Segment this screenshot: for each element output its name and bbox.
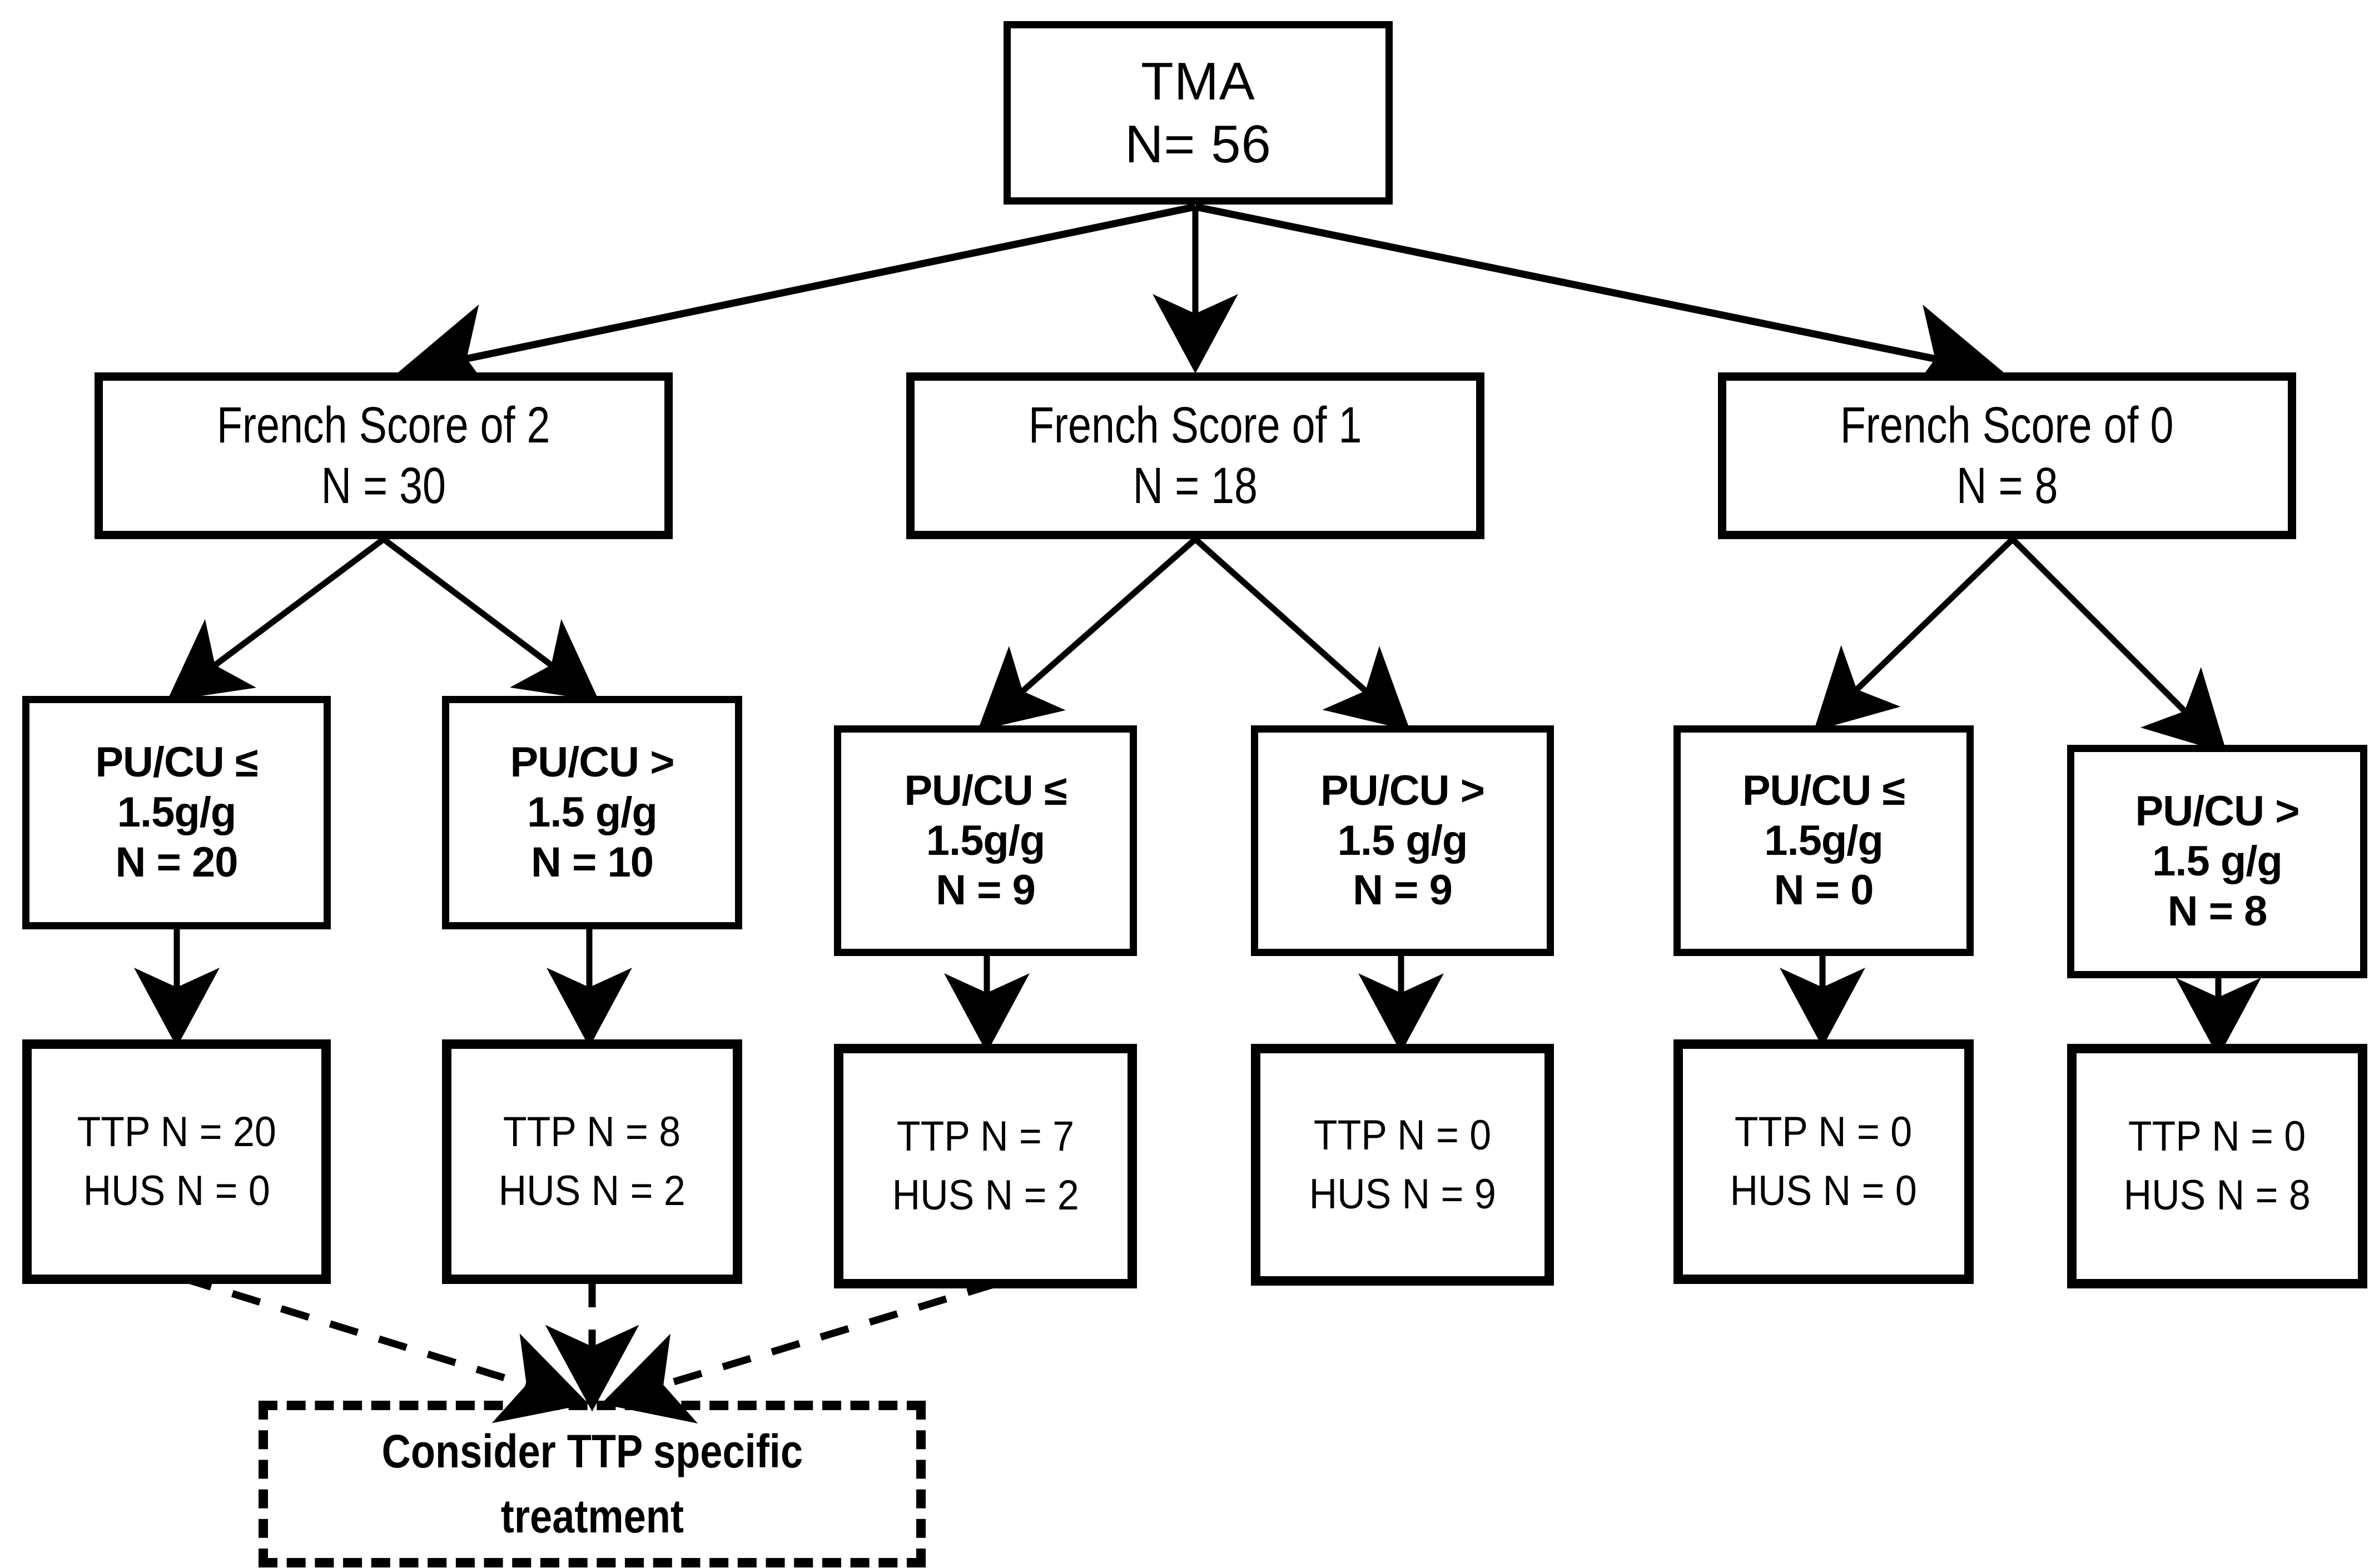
edge-score2-to-ratio-1 xyxy=(167,536,386,701)
advice-line-2: treatment xyxy=(500,1490,684,1542)
node-outcome-4[interactable]: TTP N = 0 HUS N = 9 xyxy=(1251,1044,1554,1286)
outcome-hus: HUS N = 0 xyxy=(1730,1167,1918,1214)
node-outcome-3[interactable]: TTP N = 7 HUS N = 2 xyxy=(834,1044,1137,1288)
ratio-count: N = 20 xyxy=(115,838,238,886)
ratio-comparator: PU/CU ≤ xyxy=(1742,766,1905,814)
node-french-score-0[interactable]: French Score of 0 N = 8 xyxy=(1718,372,2296,539)
node-french-score-2[interactable]: French Score of 2 N = 30 xyxy=(95,372,673,539)
ratio-count: N = 8 xyxy=(2167,887,2268,935)
ratio-count: N = 9 xyxy=(936,867,1036,914)
ratio-count: N = 9 xyxy=(1353,867,1453,914)
advice-line-1: Consider TTP specific xyxy=(381,1425,803,1477)
ratio-count: N = 10 xyxy=(530,838,654,886)
node-ratio-6[interactable]: PU/CU > 1.5 g/g N = 8 xyxy=(2067,745,2367,978)
tma-count: N= 56 xyxy=(1125,115,1272,174)
ratio-threshold: 1.5 g/g xyxy=(2152,838,2283,885)
ratio-threshold: 1.5 g/g xyxy=(1337,817,1468,864)
edge-score1-to-ratio-3 xyxy=(977,536,1198,731)
node-outcome-2[interactable]: TTP N = 8 HUS N = 2 xyxy=(442,1039,742,1284)
node-tma[interactable]: TMA N= 56 xyxy=(1004,21,1393,205)
outcome-ttp: TTP N = 7 xyxy=(896,1113,1075,1161)
edge-score0-to-ratio-5 xyxy=(1814,537,2015,731)
node-outcome-1[interactable]: TTP N = 20 HUS N = 0 xyxy=(22,1039,331,1284)
score-count: N = 18 xyxy=(1133,457,1258,514)
node-french-score-1[interactable]: French Score of 1 N = 18 xyxy=(906,372,1484,539)
edge-score0-to-ratio-6 xyxy=(2010,537,2227,754)
ratio-threshold: 1.5g/g xyxy=(1764,817,1884,864)
outcome-hus: HUS N = 2 xyxy=(892,1172,1079,1219)
outcome-ttp: TTP N = 0 xyxy=(1313,1111,1492,1159)
outcome-ttp: TTP N = 8 xyxy=(503,1108,681,1156)
ratio-comparator: PU/CU ≤ xyxy=(95,739,258,787)
outcome-ttp: TTP N = 0 xyxy=(1735,1108,1913,1156)
outcome-hus: HUS N = 0 xyxy=(83,1167,270,1214)
outcome-ttp: TTP N = 0 xyxy=(2128,1113,2306,1161)
ratio-comparator: PU/CU > xyxy=(510,739,675,787)
edge-score1-to-ratio-4 xyxy=(1193,536,1410,731)
score-count: N = 30 xyxy=(321,457,446,514)
score-label: French Score of 2 xyxy=(217,397,550,454)
outcome-hus: HUS N = 8 xyxy=(2123,1172,2311,1219)
ratio-threshold: 1.5g/g xyxy=(117,789,237,837)
node-ratio-4[interactable]: PU/CU > 1.5 g/g N = 9 xyxy=(1251,725,1554,956)
outcome-ttp: TTP N = 20 xyxy=(77,1108,276,1156)
edge-outcome3-to-advice xyxy=(601,1280,996,1424)
edge-score2-to-ratio-2 xyxy=(381,536,599,701)
node-outcome-6[interactable]: TTP N = 0 HUS N = 8 xyxy=(2067,1044,2367,1288)
node-ratio-2[interactable]: PU/CU > 1.5 g/g N = 10 xyxy=(442,696,742,929)
ratio-threshold: 1.5 g/g xyxy=(527,789,658,837)
node-ratio-3[interactable]: PU/CU ≤ 1.5g/g N = 9 xyxy=(834,725,1137,956)
edge-root-to-score-0 xyxy=(1194,203,2005,404)
edge-root-to-score-2 xyxy=(397,203,1196,404)
node-ratio-1[interactable]: PU/CU ≤ 1.5g/g N = 20 xyxy=(22,696,331,929)
outcome-hus: HUS N = 2 xyxy=(498,1167,686,1214)
node-outcome-5[interactable]: TTP N = 0 HUS N = 0 xyxy=(1673,1039,1974,1284)
tma-label: TMA xyxy=(1141,51,1255,111)
ratio-comparator: PU/CU > xyxy=(1320,766,1485,814)
ratio-threshold: 1.5g/g xyxy=(926,817,1046,864)
node-consider-ttp-treatment[interactable]: Consider TTP specific treatment xyxy=(259,1401,926,1567)
score-label: French Score of 1 xyxy=(1029,397,1362,454)
edge-outcome1-to-advice xyxy=(182,1275,589,1423)
score-label: French Score of 0 xyxy=(1840,397,2174,454)
outcome-hus: HUS N = 9 xyxy=(1309,1170,1496,1218)
score-count: N = 8 xyxy=(1956,457,2058,514)
ratio-comparator: PU/CU > xyxy=(2135,788,2300,835)
node-ratio-5[interactable]: PU/CU ≤ 1.5g/g N = 0 xyxy=(1673,725,1974,956)
ratio-count: N = 0 xyxy=(1774,867,1874,914)
ratio-comparator: PU/CU ≤ xyxy=(904,766,1067,814)
